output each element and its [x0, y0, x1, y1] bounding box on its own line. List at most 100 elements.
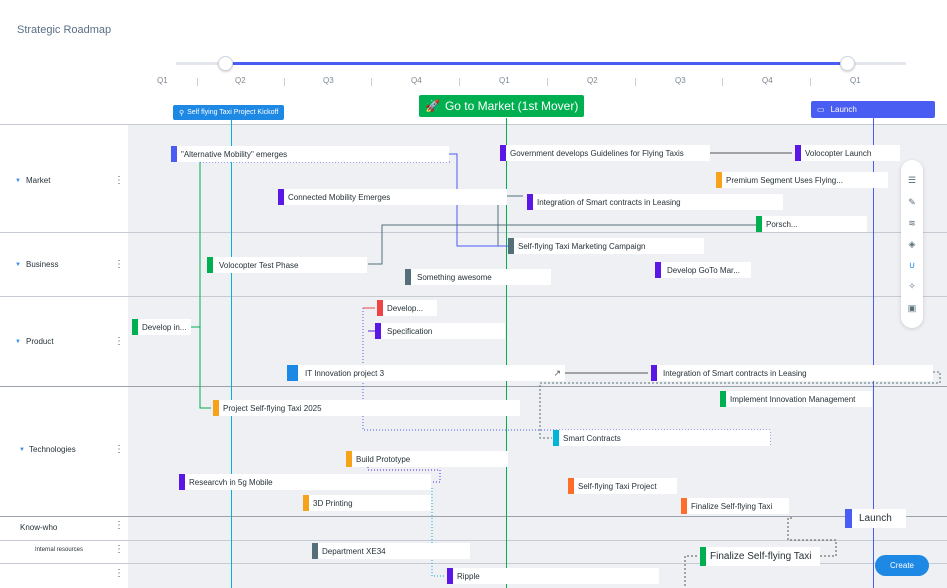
quarter-separator: [459, 78, 460, 86]
roadmap-item[interactable]: Government develops Guidelines for Flyin…: [500, 145, 710, 161]
launch-milestone[interactable]: ▭ Launch: [811, 101, 935, 118]
milestone-label: Launch: [830, 105, 857, 114]
item-label: Volocopter Launch: [805, 148, 872, 158]
roadmap-item[interactable]: Develop GoTo Mar...: [655, 262, 751, 278]
lane-label-internal: Internal resources: [35, 547, 84, 553]
quarter-separator: [722, 78, 723, 86]
roadmap-item[interactable]: Develop in...: [132, 319, 191, 335]
roadmap-item[interactable]: Volocopter Launch: [795, 145, 900, 161]
roadmap-item[interactable]: IT Innovation project 3 ↗: [287, 365, 565, 381]
more-options-icon[interactable]: ⋮: [114, 175, 124, 186]
roadmap-item[interactable]: Self-flying Taxi Project: [568, 478, 677, 494]
list-icon[interactable]: ☰: [907, 175, 917, 185]
range-start-handle[interactable]: [218, 56, 233, 71]
create-button[interactable]: Create: [875, 555, 929, 576]
roadmap-item[interactable]: Something awesome: [405, 269, 551, 285]
roadmap-item[interactable]: Smart Contracts: [553, 430, 770, 446]
item-label: Self-flying Taxi Project: [578, 481, 657, 491]
expand-arrow-icon[interactable]: ↗: [553, 367, 561, 378]
more-options-icon[interactable]: ⋮: [114, 544, 124, 555]
more-options-icon[interactable]: ⋮: [114, 336, 124, 347]
roadmap-item[interactable]: Department XE34: [312, 543, 470, 559]
quarter-separator: [635, 78, 636, 86]
lane-separator: [0, 296, 947, 297]
item-label: Connected Mobility Emerges: [288, 192, 391, 202]
lane-label-knowwho: Know-who: [20, 523, 58, 532]
collapse-arrow-icon[interactable]: ▼: [15, 178, 21, 184]
range-end-handle[interactable]: [840, 56, 855, 71]
item-label: Project Self-flying Taxi 2025: [223, 403, 322, 413]
calendar-icon: ▭: [817, 105, 825, 114]
quarter-label: Q2: [235, 76, 246, 85]
roadmap-item[interactable]: Connected Mobility Emerges: [278, 189, 507, 205]
item-label: Government develops Guidelines for Flyin…: [510, 148, 684, 158]
lane-separator: [0, 386, 947, 387]
launch-line: [873, 118, 874, 588]
quarter-label: Q4: [411, 76, 422, 85]
item-label: Porsch...: [766, 219, 798, 229]
roadmap-item[interactable]: Premium Segment Uses Flying...: [716, 172, 888, 188]
roadmap-item[interactable]: Specification: [375, 323, 505, 339]
item-label: Ripple: [457, 571, 480, 581]
item-label: Something awesome: [417, 272, 492, 282]
layers-icon[interactable]: ◈: [908, 239, 916, 249]
quarter-label: Q1: [499, 76, 510, 85]
item-label: Implement Innovation Management: [730, 394, 856, 404]
milestone-label: Go to Market (1st Mover): [444, 99, 579, 113]
item-label: Self-flying Taxi Marketing Campaign: [518, 241, 646, 251]
collapse-arrow-icon[interactable]: ▼: [19, 447, 25, 453]
roadmap-item[interactable]: Volocopter Test Phase: [207, 257, 367, 273]
quarter-separator: [371, 78, 372, 86]
lane-label-market: Market: [26, 176, 51, 185]
more-options-icon[interactable]: ⋮: [114, 568, 124, 579]
market-line: [506, 118, 507, 588]
roadmap-item[interactable]: Integration of Smart contracts in Leasin…: [651, 365, 933, 381]
quarter-label: Q2: [587, 76, 598, 85]
more-options-icon[interactable]: ⋮: [114, 259, 124, 270]
pencil-icon[interactable]: ✎: [908, 197, 916, 207]
more-options-icon[interactable]: ⋮: [114, 444, 124, 455]
roadmap-item[interactable]: Porsch...: [756, 216, 867, 232]
more-options-icon[interactable]: ⋮: [114, 520, 124, 531]
timeline-range-slider[interactable]: [176, 56, 906, 71]
sparkle-edit-icon[interactable]: ✧: [908, 281, 916, 291]
roadmap-item[interactable]: Launch: [845, 509, 906, 528]
item-label: 3D Printing: [313, 498, 353, 508]
collapse-arrow-icon[interactable]: ▼: [15, 262, 21, 268]
magnet-icon[interactable]: ∪: [908, 260, 916, 270]
roadmap-item[interactable]: "Alternative Mobility" emerges: [171, 146, 449, 162]
item-label: Launch: [859, 513, 892, 524]
quarter-label: Q1: [157, 76, 168, 85]
roadmap-item[interactable]: Finalize Self-flying Taxi: [700, 547, 820, 566]
roadmap-item[interactable]: Develop...: [377, 300, 437, 316]
roadmap-item[interactable]: Researcvh in 5g Mobile: [179, 474, 431, 490]
item-label: Develop GoTo Mar...: [667, 265, 740, 275]
collapse-arrow-icon[interactable]: ▼: [15, 339, 21, 345]
lane-separator: [0, 563, 947, 564]
roadmap-item[interactable]: Implement Innovation Management: [720, 391, 872, 407]
rocket-icon: 🚀: [425, 99, 440, 113]
market-milestone[interactable]: 🚀 Go to Market (1st Mover): [419, 95, 585, 117]
roadmap-item[interactable]: Ripple: [447, 568, 659, 584]
roadmap-item[interactable]: Build Prototype: [346, 451, 508, 467]
location-pin-icon: ⚲: [179, 109, 185, 117]
roadmap-item[interactable]: Finalize Self-flying Taxi: [681, 498, 789, 514]
roadmap-item[interactable]: Integration of Smart contracts in Leasin…: [527, 194, 783, 210]
quarter-label: Q3: [323, 76, 334, 85]
milestone-label: Self flying Taxi Project Kickoff: [187, 109, 279, 116]
lane-separator: [0, 540, 947, 541]
layers-stack-icon[interactable]: ≋: [908, 218, 916, 228]
item-label: Researcvh in 5g Mobile: [189, 477, 273, 487]
briefcase-icon[interactable]: ▣: [907, 303, 917, 313]
roadmap-item[interactable]: 3D Printing: [303, 495, 431, 511]
kickoff-milestone[interactable]: ⚲ Self flying Taxi Project Kickoff: [173, 105, 285, 120]
quarter-label: Q1: [850, 76, 861, 85]
roadmap-item[interactable]: Self-flying Taxi Marketing Campaign: [508, 238, 704, 254]
item-label: Premium Segment Uses Flying...: [726, 175, 843, 185]
lane-separator: [0, 516, 947, 517]
item-label: Build Prototype: [356, 454, 411, 464]
roadmap-item[interactable]: Project Self-flying Taxi 2025: [213, 400, 520, 416]
item-label: Finalize Self-flying Taxi: [710, 551, 812, 562]
lane-label-business: Business: [26, 260, 59, 269]
